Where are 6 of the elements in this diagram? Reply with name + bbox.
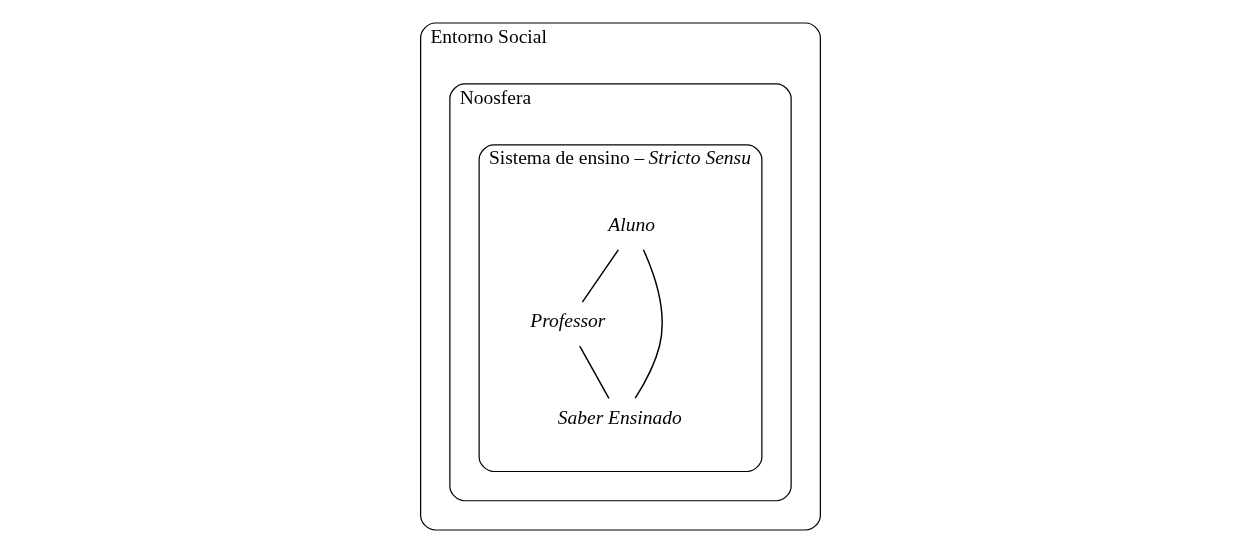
connector	[581, 249, 619, 303]
node-text: Aluno	[607, 214, 655, 236]
connector	[634, 249, 663, 399]
connector	[578, 345, 610, 400]
node-text: Professor	[529, 310, 605, 332]
node-text: Saber Ensinado	[557, 406, 682, 428]
